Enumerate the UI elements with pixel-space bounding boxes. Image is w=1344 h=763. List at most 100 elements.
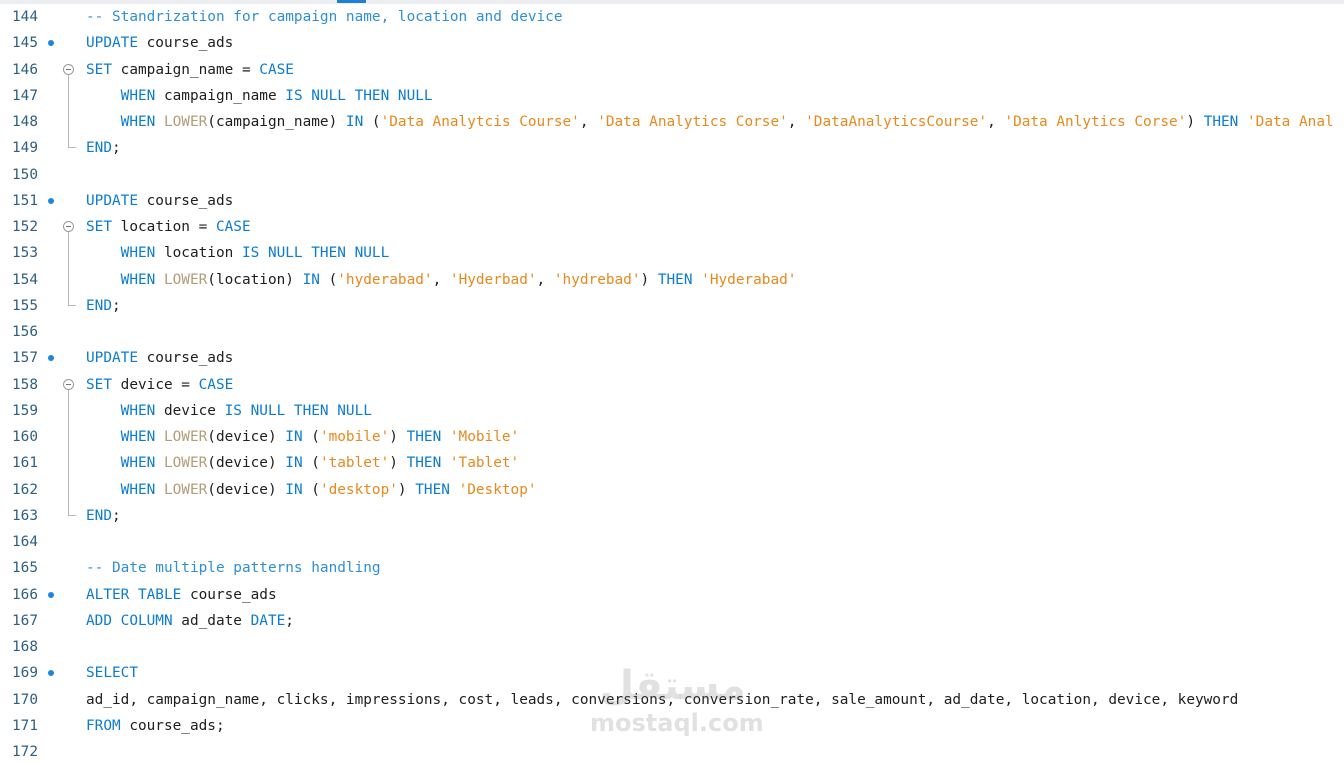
identifier-token: ( (302, 429, 320, 445)
code-line[interactable]: 170 ad_id, campaign_name, clicks, impress… (0, 687, 1344, 713)
identifier-token: (campaign_name) (207, 114, 346, 130)
code-line[interactable]: 150 (0, 162, 1344, 188)
function-token: LOWER (155, 429, 208, 445)
fold-guide (68, 397, 69, 424)
identifier-token: ( (363, 114, 381, 130)
comment-token: -- Standrization for campaign name, loca… (86, 9, 563, 25)
identifier-token: , (787, 114, 806, 130)
code-text: END; (86, 135, 121, 161)
identifier-token: (location) (207, 271, 303, 288)
code-text: ADD COLUMN ad_date DATE; (86, 608, 294, 634)
active-tab-indicator[interactable] (337, 0, 366, 3)
statement-marker-icon[interactable] (48, 670, 54, 677)
fold-guide (68, 232, 69, 241)
function-token: LOWER (155, 481, 208, 498)
code-line[interactable]: 148 WHEN LOWER(campaign_name) IN ('Data … (0, 109, 1344, 136)
keyword-token: WHEN (120, 429, 156, 445)
statement-marker-icon[interactable] (48, 40, 54, 47)
identifier-token: campaign_name = (112, 61, 260, 78)
code-line[interactable]: 162 WHEN LOWER(device) IN ('desktop') TH… (0, 476, 1344, 503)
code-line[interactable]: 161 WHEN LOWER(device) IN ('tablet') THE… (0, 450, 1344, 477)
collapse-fold-icon[interactable] (63, 63, 74, 75)
line-number: 155 (12, 297, 38, 314)
string-token: 'Hyderbad' (449, 271, 537, 288)
line-number: 156 (12, 324, 38, 340)
keyword-token: SET (86, 376, 112, 393)
code-line[interactable]: 144-- Standrization for campaign name, l… (0, 4, 1344, 30)
string-token: 'hydrebad' (553, 271, 641, 288)
code-line[interactable]: 156 (0, 319, 1344, 345)
code-line[interactable]: 153 WHEN location IS NULL THEN NULL (0, 240, 1344, 267)
code-text: ad_id, campaign_name, clicks, impression… (86, 687, 1238, 713)
code-line[interactable]: 154 WHEN LOWER(location) IN ('hyderabad'… (0, 266, 1344, 293)
line-number: 152 (12, 219, 38, 235)
keyword-token: THEN (406, 429, 442, 445)
keyword-token: THEN (415, 481, 450, 498)
code-line[interactable]: 164 (0, 529, 1344, 555)
line-number: 172 (12, 744, 38, 760)
identifier-token: ad_date (172, 612, 251, 629)
code-text: WHEN LOWER(device) IN ('mobile') THEN 'M… (86, 424, 520, 450)
fold-guide (68, 240, 69, 267)
string-token: 'mobile' (319, 429, 390, 445)
keyword-token: SELECT (86, 665, 138, 682)
code-line[interactable]: 165-- Date multiple patterns handling (0, 555, 1344, 581)
identifier-token: ( (302, 455, 320, 472)
identifier-token: ) (397, 481, 416, 498)
identifier-token: ( (302, 481, 320, 498)
code-line[interactable]: 160 WHEN LOWER(device) IN ('mobile') THE… (0, 424, 1344, 451)
code-text: END; (86, 293, 121, 319)
string-token: 'Data Anlytics Corse' (1004, 114, 1187, 130)
line-number: 162 (12, 481, 38, 498)
code-line[interactable]: 159 WHEN device IS NULL THEN NULL (0, 397, 1344, 424)
comment-token: -- Date multiple patterns handling (86, 560, 381, 577)
code-line[interactable]: 168 (0, 634, 1344, 660)
code-line[interactable]: 172 (0, 739, 1344, 763)
string-token: 'Desktop' (449, 481, 537, 498)
keyword-token: END (86, 507, 112, 524)
keyword-token: WHEN (120, 271, 156, 288)
string-token: 'Hyderabad' (692, 271, 797, 288)
fold-guide (68, 450, 69, 477)
string-token: 'Tablet' (441, 455, 520, 472)
keyword-token: DATE (250, 612, 286, 629)
code-line[interactable]: 147 WHEN campaign_name IS NULL THEN NULL (0, 82, 1344, 109)
string-token: 'Mobile' (441, 429, 520, 445)
statement-marker-icon[interactable] (48, 355, 54, 362)
collapse-fold-icon[interactable] (63, 221, 74, 232)
keyword-token: WHEN (120, 87, 156, 104)
string-token: 'Data Analytics Corse' (597, 114, 788, 130)
line-number: 154 (12, 271, 38, 288)
code-line[interactable]: 152 SET location = CASE (0, 214, 1344, 241)
code-text: UPDATE course_ads (86, 30, 233, 56)
code-text: FROM course_ads; (86, 713, 225, 739)
statement-marker-icon[interactable] (48, 591, 54, 598)
fold-guide (68, 266, 69, 293)
sql-code-editor[interactable]: 144-- Standrization for campaign name, l… (0, 4, 1344, 763)
identifier-token: ; (112, 297, 121, 314)
collapse-fold-icon[interactable] (63, 378, 74, 390)
line-number: 164 (12, 534, 38, 550)
statement-marker-icon[interactable] (48, 197, 54, 204)
code-text: SET location = CASE (86, 214, 251, 240)
fold-guide-end (68, 292, 76, 306)
fold-guide (68, 82, 69, 109)
keyword-token: IS NULL THEN NULL (241, 245, 390, 262)
code-text: ALTER TABLE course_ads (86, 582, 277, 608)
string-token: 'desktop' (319, 481, 398, 498)
identifier-token: ( (319, 271, 338, 288)
code-line[interactable]: 155 END; (0, 292, 1344, 319)
line-number: 170 (12, 691, 38, 708)
fold-guide-end (68, 502, 76, 516)
